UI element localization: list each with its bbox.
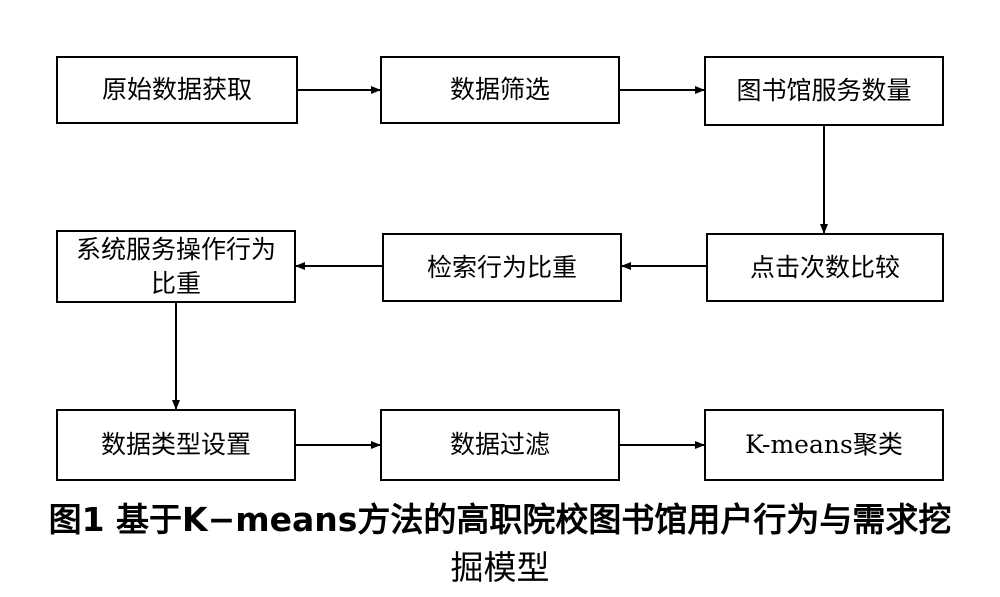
node-kmeans: K-means聚类 (704, 409, 944, 481)
node-raw-data-label: 原始数据获取 (101, 75, 252, 104)
node-system-service-ratio: 系统服务操作行为比重 (56, 230, 296, 303)
node-data-filter-label: 数据筛选 (449, 75, 550, 104)
node-data-filtering-label: 数据过滤 (449, 430, 550, 459)
node-kmeans-label: K-means聚类 (745, 430, 903, 459)
node-library-service-count: 图书馆服务数量 (704, 56, 944, 126)
node-data-type-label: 数据类型设置 (100, 430, 251, 459)
figure-caption-line1: 图1 基于K−means方法的高职院校图书馆用户行为与需求挖 (48, 500, 952, 539)
node-data-type: 数据类型设置 (56, 409, 296, 481)
node-search-ratio: 检索行为比重 (382, 233, 622, 302)
node-search-ratio-label: 检索行为比重 (426, 252, 577, 282)
node-library-service-count-label: 图书馆服务数量 (736, 76, 912, 105)
node-data-filter: 数据筛选 (380, 56, 620, 124)
node-system-service-ratio-label: 系统服务操作行为比重 (75, 234, 276, 298)
node-data-filtering: 数据过滤 (380, 409, 620, 481)
node-click-compare: 点击次数比较 (706, 233, 944, 302)
figure-caption-line2: 掘模型 (450, 548, 550, 587)
node-raw-data: 原始数据获取 (56, 56, 298, 124)
node-click-compare-label: 点击次数比较 (749, 252, 900, 282)
